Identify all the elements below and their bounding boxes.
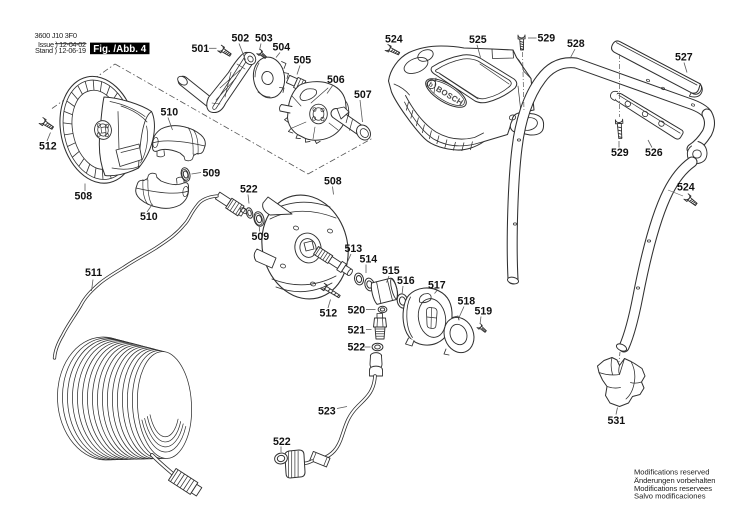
- svg-text:524: 524: [385, 33, 403, 45]
- svg-text:Änderungen vorbehalten: Änderungen vorbehalten: [634, 476, 716, 485]
- svg-text:523: 523: [318, 406, 336, 418]
- svg-text:510: 510: [161, 107, 179, 119]
- svg-text:512: 512: [39, 141, 57, 153]
- svg-text:521: 521: [348, 325, 366, 337]
- svg-text:519: 519: [475, 306, 493, 318]
- svg-text:508: 508: [75, 191, 93, 203]
- svg-text:525: 525: [469, 34, 487, 46]
- svg-text:531: 531: [608, 415, 626, 427]
- svg-text:517: 517: [428, 280, 446, 292]
- svg-text:507: 507: [354, 89, 372, 101]
- svg-text:522: 522: [240, 184, 258, 196]
- svg-text:503: 503: [255, 33, 273, 45]
- svg-text:511: 511: [85, 267, 102, 279]
- svg-text:502: 502: [232, 33, 250, 45]
- svg-text:508: 508: [324, 176, 342, 188]
- svg-text:514: 514: [360, 254, 378, 266]
- svg-text:Salvo modificaciones: Salvo modificaciones: [634, 492, 706, 501]
- svg-text:518: 518: [458, 296, 476, 308]
- svg-text:529: 529: [538, 33, 556, 45]
- svg-text:3600 J10 3F0: 3600 J10 3F0: [35, 31, 78, 40]
- svg-text:509: 509: [203, 168, 221, 180]
- svg-text:Issue ) 12-04-02: Issue ) 12-04-02: [38, 40, 86, 49]
- svg-text:524: 524: [677, 182, 695, 194]
- svg-text:515: 515: [382, 265, 400, 277]
- svg-text:520: 520: [348, 305, 366, 317]
- svg-text:Modifications reservees: Modifications reservees: [634, 484, 712, 493]
- svg-text:Modifications reserved: Modifications reserved: [634, 468, 710, 477]
- svg-text:Fig. /Abb. 4: Fig. /Abb. 4: [93, 44, 147, 55]
- svg-text:501: 501: [192, 43, 210, 55]
- svg-text:529: 529: [611, 147, 629, 159]
- svg-text:506: 506: [327, 74, 345, 86]
- svg-text:Stand ) 12-06-19: Stand ) 12-06-19: [35, 46, 86, 55]
- svg-text:522: 522: [348, 342, 366, 354]
- svg-text:513: 513: [345, 243, 363, 255]
- svg-text:526: 526: [645, 147, 663, 159]
- svg-text:528: 528: [567, 38, 585, 50]
- svg-text:510: 510: [140, 211, 158, 223]
- svg-text:527: 527: [675, 52, 693, 64]
- svg-text:509: 509: [252, 231, 270, 243]
- svg-text:504: 504: [273, 42, 291, 54]
- svg-text:516: 516: [397, 275, 415, 287]
- svg-text:522: 522: [273, 436, 291, 448]
- svg-text:505: 505: [294, 55, 312, 67]
- svg-text:b: b: [427, 81, 434, 89]
- svg-text:512: 512: [320, 308, 338, 320]
